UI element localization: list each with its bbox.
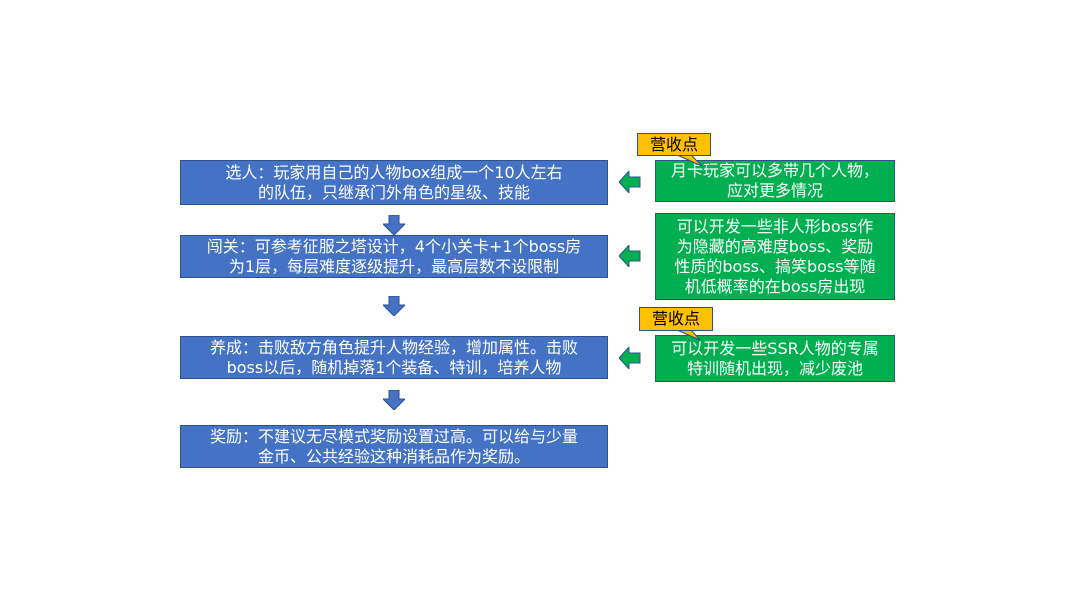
note-hidden-boss-text: 可以开发一些非人形boss作 为隐藏的高难度boss、奖励 性质的boss、搞笑… — [674, 216, 876, 296]
step-reward: 奖励：不建议无尽模式奖励设置过高。可以给与少量 金币、公共经验这种消耗品作为奖励… — [180, 425, 608, 468]
arrow-down-icon — [383, 215, 405, 235]
note-ssr-training-text: 可以开发一些SSR人物的专属 特训随机出现，减少废池 — [671, 338, 879, 378]
note-hidden-boss: 可以开发一些非人形boss作 为隐藏的高难度boss、奖励 性质的boss、搞笑… — [655, 213, 895, 300]
arrow-left-icon — [619, 347, 641, 369]
callout-revenue-point-text: 营收点 — [649, 134, 698, 154]
callout-revenue-point: 营收点 — [639, 307, 713, 331]
note-ssr-training: 可以开发一些SSR人物的专属 特训随机出现，减少废池 — [655, 335, 895, 382]
note-monthly-card: 月卡玩家可以多带几个人物， 应对更多情况 — [655, 160, 895, 202]
arrow-down-icon — [383, 390, 405, 410]
step-reward-text: 奖励：不建议无尽模式奖励设置过高。可以给与少量 金币、公共经验这种消耗品作为奖励… — [209, 426, 578, 466]
step-develop: 养成：击败敌方角色提升人物经验，增加属性。击败 boss以后，随机掉落1个装备、… — [180, 336, 608, 379]
step-select-team-text: 选人：玩家用自己的人物box组成一个10人左右 的队伍，只继承门外角色的星级、技… — [225, 162, 563, 202]
callout-revenue-point: 营收点 — [637, 133, 711, 156]
step-select-team: 选人：玩家用自己的人物box组成一个10人左右 的队伍，只继承门外角色的星级、技… — [180, 160, 608, 205]
step-develop-text: 养成：击败敌方角色提升人物经验，增加属性。击败 boss以后，随机掉落1个装备、… — [209, 337, 578, 377]
arrow-down-icon — [383, 296, 405, 316]
arrow-left-icon — [619, 245, 641, 267]
note-monthly-card-text: 月卡玩家可以多带几个人物， 应对更多情况 — [670, 161, 879, 200]
step-challenge-text: 闯关：可参考征服之塔设计，4个小关卡+1个boss房 为1层，每层难度逐级提升，… — [206, 236, 582, 276]
arrow-left-icon — [619, 171, 641, 193]
callout-revenue-point-text: 营收点 — [651, 309, 700, 328]
step-challenge: 闯关：可参考征服之塔设计，4个小关卡+1个boss房 为1层，每层难度逐级提升，… — [180, 235, 608, 278]
